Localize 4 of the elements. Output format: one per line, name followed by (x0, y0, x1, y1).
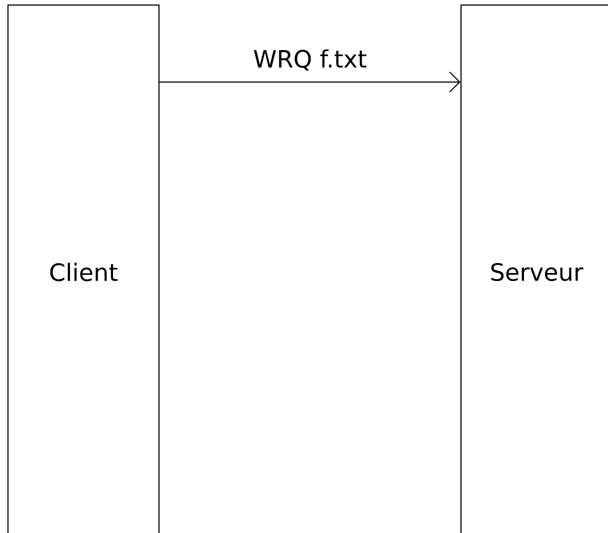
lifeline-box: Client (7, 4, 160, 533)
edge-label: WRQ f.txt (254, 49, 366, 71)
arrow (160, 72, 460, 92)
lifeline-box: Serveur (460, 4, 608, 533)
